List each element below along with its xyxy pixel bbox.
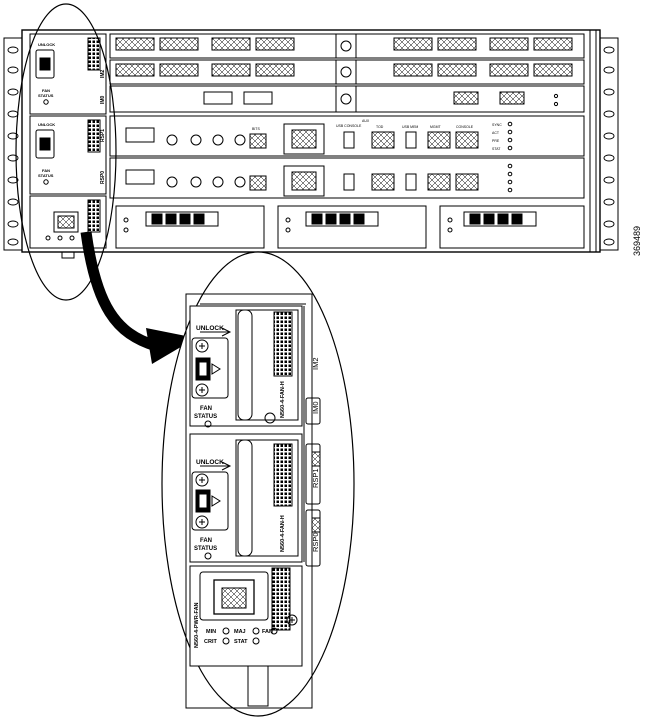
zoom-part-bottom: N560-4-FAN-H: [280, 515, 286, 552]
chassis-unlock-top: UNLOCK: [38, 42, 55, 47]
zoom-right-slots: [303, 306, 321, 567]
zoom-fan-tray-top: [189, 305, 303, 428]
im-row-3: [109, 85, 585, 113]
callout-ellipse-small: [15, 3, 117, 301]
chassis-port-aux: AUX: [362, 119, 370, 123]
zoom-label-im0: IM0: [311, 401, 320, 414]
zoom-pwr-fan-module: [189, 565, 303, 707]
chassis-fan-bottom: FAN: [42, 168, 50, 173]
chassis-led-pre: PRE: [492, 139, 500, 143]
chassis-status-bottom: STATUS: [38, 173, 54, 178]
chassis-label-im0: IM0: [100, 95, 106, 104]
zoom-led-stat: STAT: [234, 639, 248, 645]
zoom-unlock-bottom: UNLOCK: [196, 459, 224, 466]
magnified-view: UNLOCK FAN STATUS N560-4-FAN-H UNLOCK FA…: [161, 251, 355, 717]
zoom-status-bottom: STATUS: [194, 546, 217, 552]
zoom-label-rsp1: RSP1: [311, 468, 320, 488]
chassis-port-tod: TOD: [376, 125, 384, 129]
chassis-status-top: STATUS: [38, 93, 54, 98]
chassis-port-mgmt: MGMT: [430, 125, 442, 129]
fan-column: [29, 33, 107, 259]
chassis-port-usb-mem: USB MEM: [402, 125, 418, 129]
chassis-port-bits: BITS: [252, 127, 260, 131]
zoom-led-maj: MAJ: [234, 629, 246, 635]
zoom-fan-bottom: FAN: [200, 538, 212, 544]
chassis-label-rsp1: RSP1: [100, 129, 106, 142]
chassis-led-act: ACT: [492, 131, 500, 135]
zoom-fan-top: FAN: [200, 406, 212, 412]
chassis-port-usb-console: USB CONSOLE: [336, 124, 362, 128]
chassis-led-stat: STAT: [492, 147, 501, 151]
zoom-led-min: MIN: [206, 629, 216, 635]
zoom-led-fan: FAN: [262, 629, 273, 635]
left-mounting-ear: [3, 37, 23, 251]
chassis-label-im2: IM2: [100, 69, 106, 78]
zoom-label-im2: IM2: [311, 357, 320, 370]
power-supply-row: [115, 205, 585, 249]
zoom-led-crit: CRIT: [204, 639, 217, 645]
im-row-1: [109, 33, 585, 59]
zoom-fan-tray-bottom: [189, 433, 303, 563]
chassis-led-sync: SYNC: [492, 123, 502, 127]
im-row-2: [109, 59, 585, 85]
chassis-label-rsp0: RSP0: [100, 171, 106, 184]
right-mounting-ear: [599, 37, 619, 251]
rsp-card-1: [109, 115, 585, 157]
chassis-port-console: CONSOLE: [456, 125, 474, 129]
chassis-front: IM2 IM0 RSP1 RSP0 UNLOCK UNLOCK FAN STAT…: [3, 29, 619, 259]
figure-id: 369489: [632, 226, 642, 256]
zoom-status-top: STATUS: [194, 414, 217, 420]
zoom-part-pwr-fan: N560-4-PWR-FAN: [194, 602, 200, 648]
rsp-card-0: [109, 157, 585, 199]
zoom-label-rsp0: RSP0: [311, 532, 320, 552]
zoom-part-top: N560-4-FAN-H: [280, 381, 286, 418]
chassis-unlock-bottom: UNLOCK: [38, 122, 55, 127]
zoom-unlock-top: UNLOCK: [196, 325, 224, 332]
chassis-fan-top: FAN: [42, 88, 50, 93]
